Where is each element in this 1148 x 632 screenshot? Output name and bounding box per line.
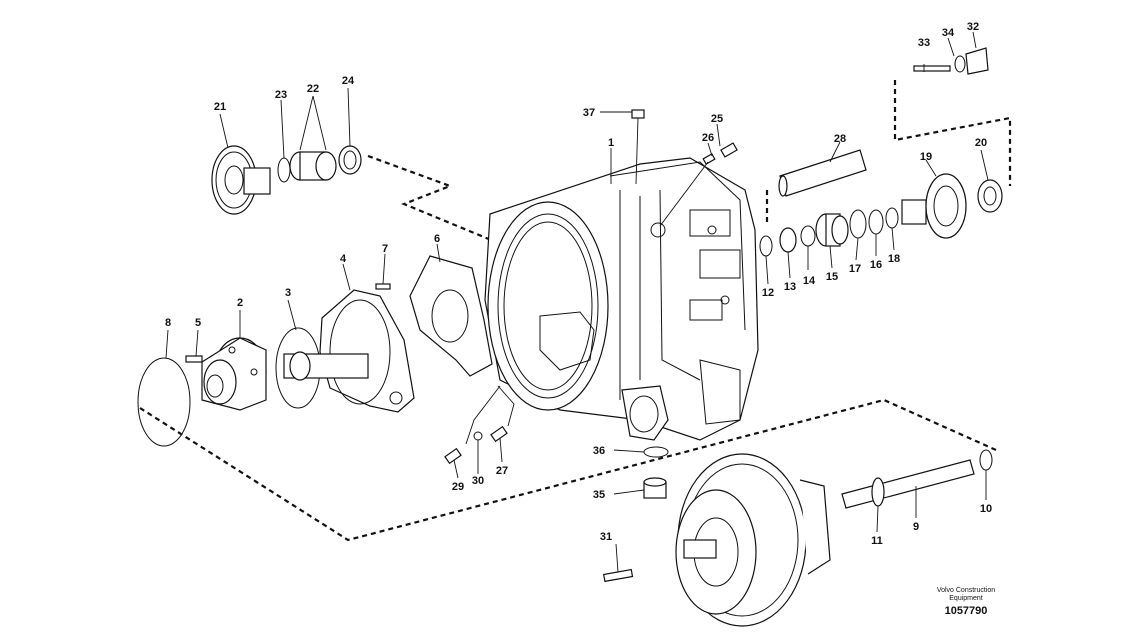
callout-20: 20 [975,137,987,149]
callout-3: 3 [285,287,291,299]
callout-37: 37 [583,107,595,119]
callout-2: 2 [237,297,243,309]
bolt-31 [602,568,634,583]
plug-35 [643,477,667,499]
callout-15: 15 [826,271,838,283]
ring-16 [868,209,884,235]
callout-32: 32 [967,21,979,33]
shaft-28 [778,149,867,197]
callout-13: 13 [784,281,796,293]
callout-31: 31 [600,531,612,543]
callout-labels: 1 2 3 4 5 6 7 8 9 10 11 12 13 14 15 16 1… [165,21,992,547]
input-shaft-cover [283,289,415,413]
callout-17: 17 [849,263,861,275]
ring-10 [979,449,993,471]
callout-21: 21 [214,101,226,113]
callout-11: 11 [871,535,883,547]
pump-assembly [201,337,267,411]
gasket-plate [409,255,493,377]
callout-25: 25 [711,113,723,125]
callout-18: 18 [888,253,900,265]
sensors-top [631,109,738,227]
o-ring-outer [137,357,191,447]
bearing-15 [815,213,849,247]
bearing-22 [289,151,337,181]
callout-23: 23 [275,89,287,101]
callout-8: 8 [165,317,171,329]
ring-17 [849,209,867,239]
shaft-9 [841,449,993,509]
callout-16: 16 [870,259,882,271]
callout-33: 33 [918,37,930,49]
transmission-housing [484,157,759,441]
bearing-20 [977,179,1003,213]
assembly-line-bottom-loop [139,398,997,542]
leader-lines [165,31,989,573]
callout-14: 14 [803,275,816,287]
callout-35: 35 [593,489,605,501]
callout-34: 34 [942,27,955,39]
ring-14 [800,225,816,247]
callout-26: 26 [702,132,714,144]
nut-13 [779,227,797,253]
washer-23 [277,157,291,183]
callout-36: 36 [593,445,605,457]
sensors-left [444,385,515,465]
callout-7: 7 [382,243,388,255]
callout-1: 1 [608,137,614,149]
callout-24: 24 [342,75,355,87]
callout-4: 4 [340,253,347,265]
callout-22: 22 [307,83,319,95]
gear-21 [211,145,271,215]
gear-19 [901,173,967,239]
callout-6: 6 [434,233,440,245]
callout-9: 9 [913,521,919,533]
o-ring-36 [643,446,669,458]
torque-converter [675,453,831,627]
cover-bolt [375,283,391,290]
caption-company-line1: Volvo Construction [937,587,995,594]
assembly-line-right-shaft [893,80,1012,186]
bearing-cup-24 [338,145,362,175]
callout-12: 12 [762,287,774,299]
callout-28: 28 [834,133,846,145]
caption-company-line2: Equipment [949,595,983,602]
caption-drawing-number: 1057790 [945,605,988,617]
callout-30: 30 [472,475,484,487]
ring-18 [885,207,899,229]
callout-10: 10 [980,503,992,515]
pin-group-32-34 [913,47,989,75]
callout-27: 27 [496,465,508,477]
callout-19: 19 [920,151,932,163]
bolt-small [185,355,203,363]
drawing-caption: Volvo Construction Equipment 1057790 [937,587,995,617]
washer-12 [759,235,773,257]
callout-29: 29 [452,481,464,493]
callout-5: 5 [195,317,201,329]
